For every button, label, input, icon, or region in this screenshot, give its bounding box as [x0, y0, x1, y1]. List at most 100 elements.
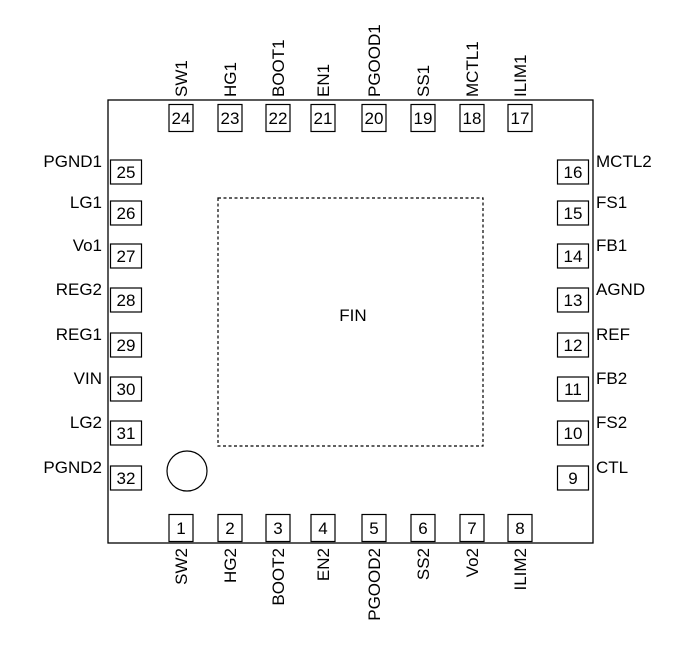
pin-16-number: 16	[564, 163, 583, 182]
pin-19-number: 19	[414, 109, 433, 128]
pin-16-pad	[556, 159, 590, 185]
pin-27-number: 27	[117, 247, 136, 266]
pin-21-label: EN1	[314, 64, 333, 97]
pin-4-pad	[310, 513, 336, 543]
pin-5-number: 5	[369, 519, 378, 538]
pin-20-label: PGOOD1	[365, 24, 384, 97]
pin-22-label: BOOT1	[269, 39, 288, 97]
pin-17-pad	[507, 103, 533, 133]
pin-30-pad	[109, 376, 143, 402]
pin-1-pad	[168, 513, 194, 543]
pin-23-label: HG1	[221, 62, 240, 97]
pin-19-pad	[410, 103, 436, 133]
pin-7-label: Vo2	[463, 548, 482, 577]
exposed-pad-outline	[217, 197, 484, 447]
pin-31-pad	[109, 420, 143, 446]
pin-2-number: 2	[225, 519, 234, 538]
pin-9-label: CTL	[596, 458, 628, 477]
pin-29-number: 29	[117, 336, 136, 355]
pin-10-pad	[556, 420, 590, 446]
pin-24-number: 24	[172, 109, 191, 128]
pin-18-pad	[459, 103, 485, 133]
pin-14-number: 14	[564, 247, 583, 266]
pin-24-label: SW1	[172, 60, 191, 97]
pin-7-pad	[459, 513, 485, 543]
pin-28-label: REG2	[56, 280, 102, 299]
pin-13-label: AGND	[596, 280, 645, 299]
pin-11-number: 11	[564, 380, 582, 399]
pin-32-number: 32	[117, 469, 136, 488]
pin-19-label: SS1	[414, 65, 433, 97]
pin-29-label: REG1	[56, 325, 102, 344]
pin-2-label: HG2	[221, 548, 240, 583]
pin-3-pad	[265, 513, 291, 543]
pin-8-label: ILIM2	[511, 548, 530, 591]
pin-12-number: 12	[564, 336, 583, 355]
pin-15-number: 15	[564, 204, 583, 223]
pin-28-pad	[109, 287, 143, 313]
pin-26-label: LG1	[70, 193, 102, 212]
pin-1-number: 1	[176, 519, 185, 538]
pin-32-label: PGND2	[43, 458, 102, 477]
pin-21-pad	[310, 103, 336, 133]
pin-12-pad	[556, 332, 590, 358]
pin-8-number: 8	[515, 519, 524, 538]
pin-25-pad	[109, 159, 143, 185]
pin-16-label: MCTL2	[596, 152, 652, 171]
pin-26-pad	[109, 200, 143, 226]
pin-14-label: FB1	[596, 236, 627, 255]
pin-31-number: 31	[117, 424, 136, 443]
pin-20-pad	[361, 103, 387, 133]
pin-30-label: VIN	[74, 369, 102, 388]
pin-11-pad	[556, 376, 590, 402]
pin-23-number: 23	[221, 109, 240, 128]
pin-18-label: MCTL1	[463, 41, 482, 97]
pin-8-pad	[507, 513, 533, 543]
pin-10-label: FS2	[596, 413, 627, 432]
pin-9-pad	[556, 465, 590, 491]
pin-17-number: 17	[511, 109, 530, 128]
pin-13-number: 13	[564, 291, 583, 310]
pin-3-number: 3	[273, 519, 282, 538]
pin-14-pad	[556, 243, 590, 269]
pin-1-label: SW2	[172, 548, 191, 585]
pin-21-number: 21	[314, 109, 333, 128]
pin-22-number: 22	[269, 109, 288, 128]
pin-23-pad	[217, 103, 243, 133]
package-outline	[107, 99, 594, 544]
pin-24-pad	[168, 103, 194, 133]
pin-32-pad	[109, 465, 143, 491]
pin-25-label: PGND1	[43, 152, 102, 171]
pin-6-label: SS2	[414, 548, 433, 580]
pin-31-label: LG2	[70, 413, 102, 432]
pin1-marker	[166, 450, 208, 492]
pin-22-pad	[265, 103, 291, 133]
pin-15-label: FS1	[596, 193, 627, 212]
pin-29-pad	[109, 332, 143, 358]
pin-6-number: 6	[418, 519, 427, 538]
pin-17-label: ILIM1	[511, 54, 530, 97]
pin-15-pad	[556, 200, 590, 226]
pin-28-number: 28	[117, 291, 136, 310]
pin-2-pad	[217, 513, 243, 543]
pin-10-number: 10	[564, 424, 583, 443]
pin-30-number: 30	[117, 380, 136, 399]
pin-12-label: REF	[596, 325, 630, 344]
exposed-pad-label: FIN	[339, 306, 366, 325]
pin-13-pad	[556, 287, 590, 313]
pin-25-number: 25	[117, 163, 136, 182]
pin-7-number: 7	[467, 519, 476, 538]
pin-5-label: PGOOD2	[365, 548, 384, 621]
pin-18-number: 18	[463, 109, 482, 128]
pin-11-label: FB2	[596, 369, 627, 388]
pin-9-number: 9	[568, 469, 577, 488]
pin-5-pad	[361, 513, 387, 543]
pin-4-number: 4	[318, 519, 327, 538]
pin-6-pad	[410, 513, 436, 543]
pin-4-label: EN2	[314, 548, 333, 581]
pin-27-pad	[109, 243, 143, 269]
pin-20-number: 20	[365, 109, 384, 128]
pin-3-label: BOOT2	[269, 548, 288, 606]
pin-26-number: 26	[117, 204, 136, 223]
